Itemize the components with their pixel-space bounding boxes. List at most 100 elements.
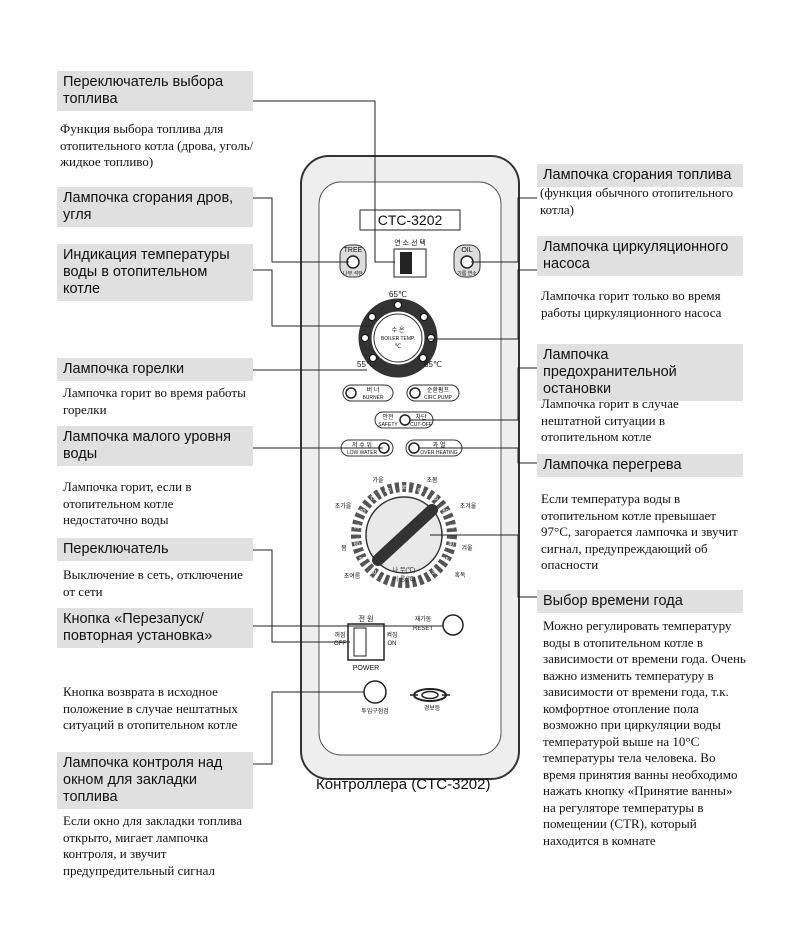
leader-wood-lamp [253,197,349,263]
reset-button[interactable] [442,614,464,636]
label-fuel-switch-title: Переключатель выбора топлива [57,71,253,111]
season-early-summer-label: 초여름 [344,572,361,580]
pump-lamp [409,387,421,399]
label-overheat-desc: Если температура воды в отопительном кот… [541,491,738,572]
label-reset-title: Кнопка «Перезапуск/повторная установка» [57,608,253,648]
temp-ko-label: 수 온 [392,327,405,334]
label-safety-desc: Лампочка горит в случае нештатной ситуац… [541,396,679,444]
season-cold-label: 혹독 [454,571,466,579]
oil-lamp-ko: 기름 연소 [457,270,477,277]
label-window-lamp-title: Лампочка контроля над окном для закладки… [57,752,253,809]
fuel-select-ko-label: 연 소 선 택 [394,238,426,247]
cutoff-ko-label: 차단 [415,413,427,421]
overheat-label: OVER HEATING [420,450,458,456]
temp-led-5 [427,334,435,342]
reset-label: RESET [413,626,433,632]
temp-85-label: 85℃ [424,360,442,369]
label-pump-title: Лампочка циркуляционного насоса [537,236,743,276]
leader-water-temp [253,269,370,327]
season-winter-label: 겨울 [461,544,473,552]
brand-logo [410,688,450,702]
label-burner-title: Лампочка горелки [57,358,253,381]
safety-label: SAFETY [378,422,398,428]
season-scale-number: 30 [432,570,438,576]
leader-season [430,534,537,598]
label-pump-desc: Лампочка горит только во время работы ци… [541,288,722,320]
burner-label: BURNER [362,395,384,401]
temp-ring-center [373,313,423,363]
overheat-ko-label: 과 열 [433,441,446,449]
label-season-title: Выбор времени года [537,590,743,613]
power-off-label: OFF [334,641,346,647]
leader-safety [410,367,537,421]
label-season-desc: Можно регулировать температуру воды в от… [543,618,746,848]
season-scale-number: 45 [448,525,454,531]
fuel-selector-rocker [400,252,412,274]
label-reset-desc: Кнопка возврата в исходное положение в с… [63,684,238,732]
label-fuel-combustion-title: Лампочка сгорания топлива [537,164,743,187]
power-off-ko: 꺼짐 [334,631,345,639]
power-on-ko: 켜짐 [386,631,397,639]
pump-lamp-housing [406,384,460,402]
season-scale-number: 80 [385,488,391,494]
leader-power-switch [253,549,350,643]
inlet-check-label: 투입구점검 [361,707,389,715]
season-scale-number: 60 [417,488,423,494]
cutoff-label: CUT-OFF [410,422,432,428]
boiler-temp-label: BOILER TEMP. [381,336,415,342]
leader-overheat [418,447,537,464]
temp-led-1 [361,334,369,342]
overheat-lamp [408,442,420,454]
season-early-winter-label: 초겨울 [460,502,477,510]
model-label: CTC-3202 [378,212,443,228]
label-burner-desc: Лампочка горит во время работы горелки [63,385,246,417]
temp-led-4 [420,313,428,321]
leader-fuel-switch [253,100,395,263]
leader-lines [253,100,537,765]
temp-led-7 [419,354,427,362]
season-scale-number: 35 [443,557,449,563]
alarm-lamp-label: 경보등 [424,705,441,712]
season-dial-knob[interactable] [372,504,438,566]
season-autumn-label: 가을 [372,476,384,484]
power-on-label: ON [388,641,397,647]
leader-pump [425,269,537,340]
label-fuel-switch-desc: Функция выбора топлива для отопительного… [60,121,254,169]
season-scale-number: 55 [359,557,365,563]
oil-lamp-label: OIL [461,247,472,254]
season-scale-number: 70 [359,509,365,515]
leader-fuel-combustion [471,197,537,263]
power-switch-rocker [353,627,367,657]
power-ko-label: 전 원 [359,614,374,623]
season-scale-number: 75 [370,496,376,502]
model-label-box [359,209,461,231]
season-scale-number: 60 [354,541,360,547]
label-overheat-title: Лампочка перегрева [537,454,743,477]
pump-ko-label: 순환펌프 [427,386,450,394]
temp-led-3 [394,301,402,309]
label-power-switch-desc: Выключение в сеть, отключение от сети [63,567,243,599]
safety-lamp [399,414,411,426]
temp-55-label: 55℃ [357,360,375,369]
label-fuel-combustion-desc: (функция обычного отопительного котла) [540,185,734,217]
reset-ko-label: 재가동 [415,615,432,623]
temp-led-6 [369,354,377,362]
temp-unit-label: ℃ [395,344,402,350]
power-label: POWER [353,665,379,672]
season-scale-number: 40 [448,541,454,547]
temp-led-2 [368,313,376,321]
oil-celsius-label: 기 름(℃) [393,575,416,583]
label-power-switch-title: Переключатель [57,538,253,561]
season-scale-number: 50 [443,509,449,515]
label-low-water-desc: Лампочка горит, если в отопительном котл… [63,479,192,527]
season-early-autumn-label: 초가을 [335,502,352,510]
tree-lamp-ko: 나무 석탄 [343,270,363,277]
label-safety-title: Лампочка предохранительной остановки [537,344,743,401]
label-water-temp-title: Индикация температуры воды в отопительно… [57,244,253,301]
label-window-lamp-desc: Если окно для закладки топлива открыто, … [63,813,243,878]
season-scale-number: 55 [432,496,438,502]
figure-caption: Контроллера (CTC-3202) [316,776,491,793]
season-spring-label: 봄 [341,545,347,552]
